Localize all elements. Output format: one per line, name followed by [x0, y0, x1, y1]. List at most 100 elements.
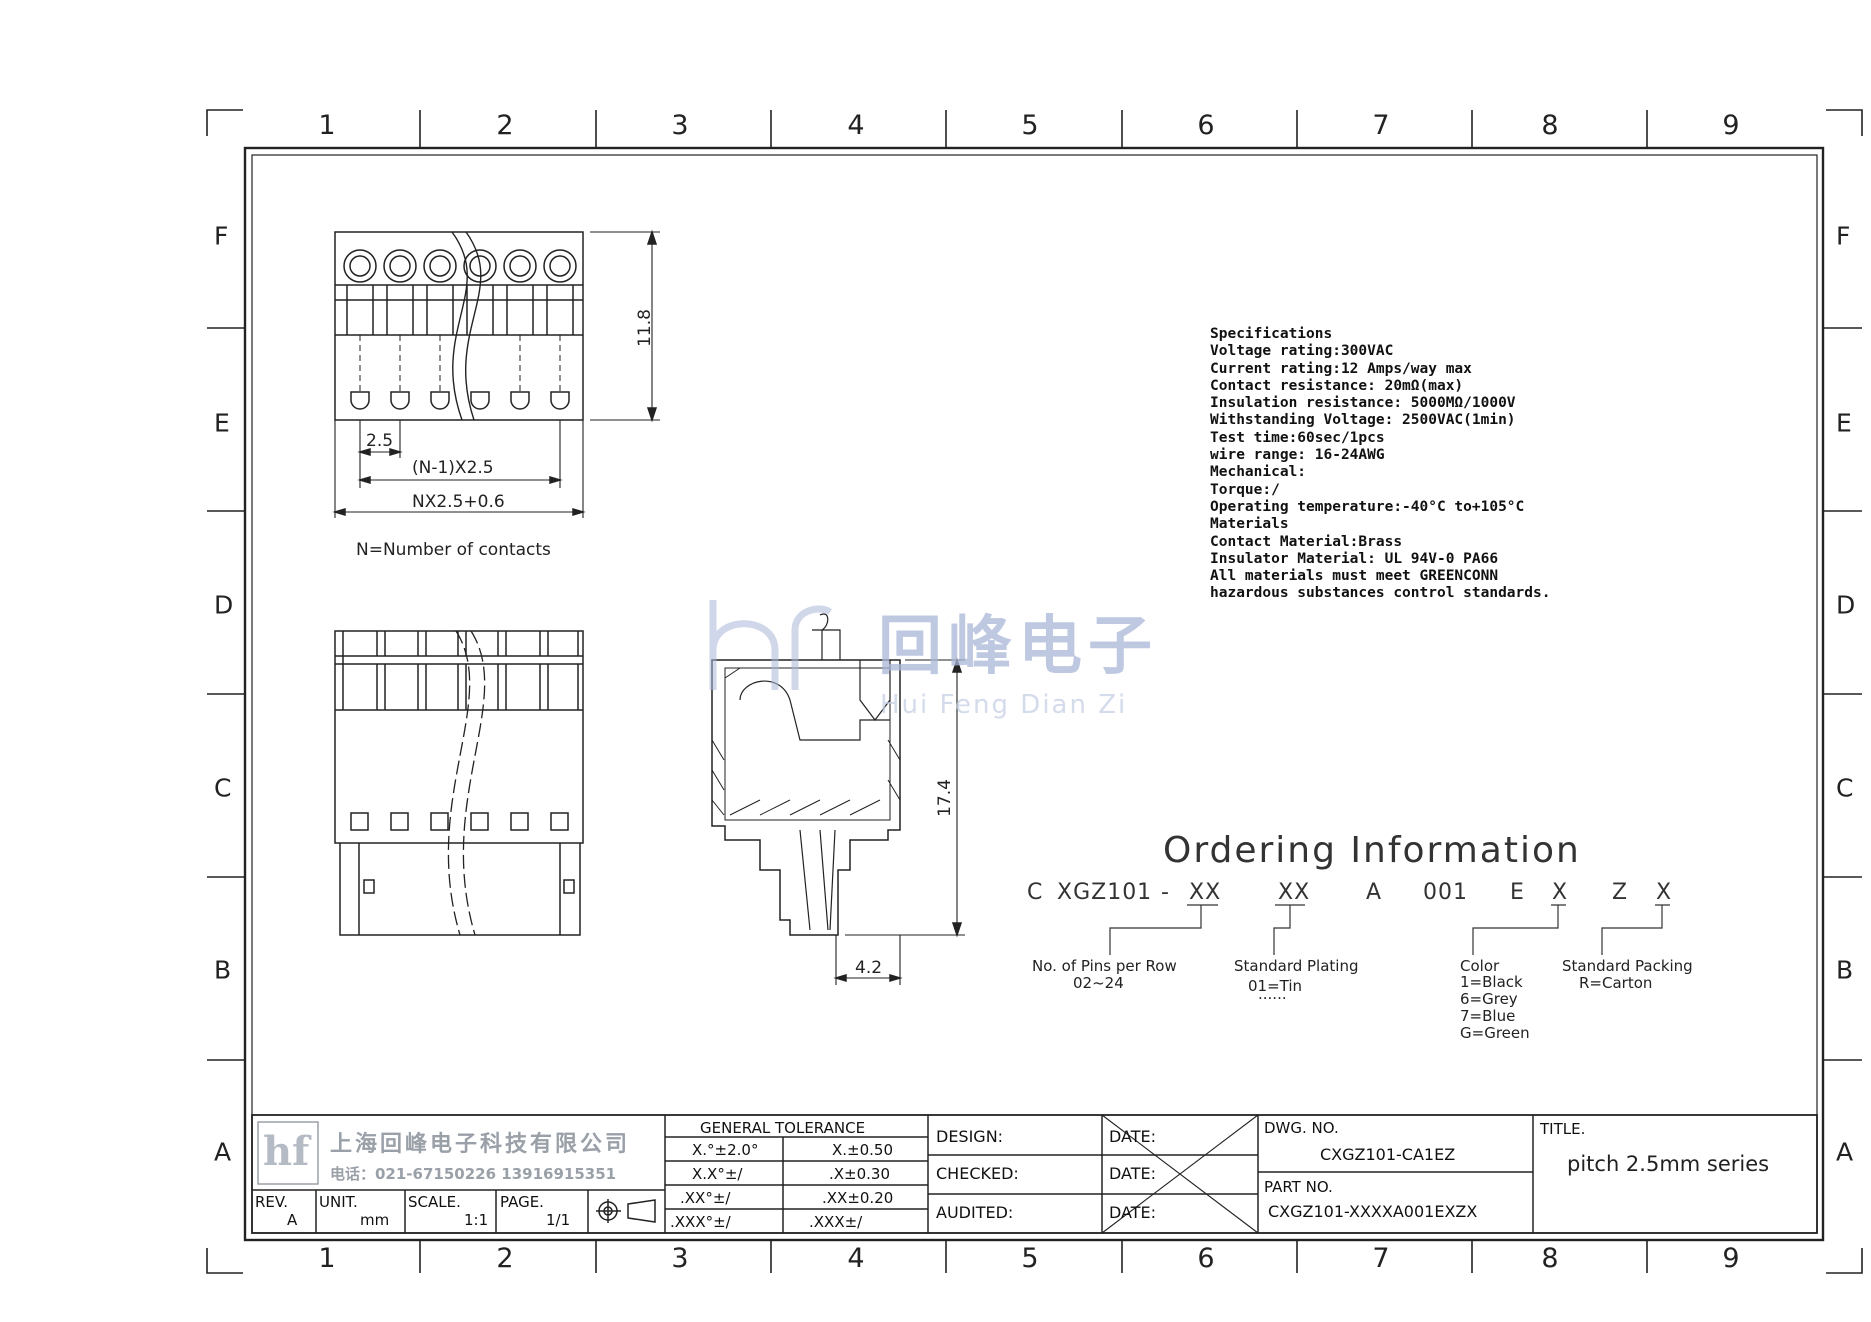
dim-side-depth: 4.2 [855, 958, 883, 978]
row-label-f-right: F [1836, 221, 1851, 251]
page-label: PAGE. [500, 1193, 544, 1211]
spec-line: Withstanding Voltage: 2500VAC(1min) [1210, 412, 1516, 429]
ordering-code-001: 001 [1423, 880, 1468, 905]
ordering-code-color: X [1552, 880, 1569, 905]
contacts-note: N=Number of contacts [356, 540, 551, 560]
spec-line: wire range: 16-24AWG [1210, 447, 1385, 464]
row-label-c-left: C [214, 773, 232, 803]
color-value: G=Green [1460, 1024, 1530, 1042]
plating-more: ...... [1258, 985, 1287, 1003]
tolerance-header: GENERAL TOLERANCE [700, 1119, 866, 1137]
plating-label: Standard Plating [1234, 957, 1359, 975]
row-label-c-right: C [1836, 773, 1854, 803]
ordering-code-pins: XX [1189, 880, 1222, 905]
spec-line: Insulator Material: UL 94V-0 PA66 [1210, 550, 1499, 567]
color-label: Color [1460, 957, 1500, 975]
spec-line: Insulation resistance: 5000MΩ/1000V [1210, 395, 1516, 412]
tolerance-angle-4: .XXX°±/ [670, 1213, 731, 1231]
column-label-2-top: 2 [496, 110, 514, 141]
ordering-code-z: Z [1612, 880, 1629, 905]
dim-total-width: NX2.5+0.6 [412, 492, 505, 512]
ordering-code-a: A [1366, 880, 1383, 905]
tolerance-angle-3: .XX°±/ [680, 1189, 731, 1207]
tolerance-linear-4: .XXX±/ [809, 1213, 863, 1231]
dim-pitch: 2.5 [366, 431, 394, 451]
dwg-no-value: CXGZ101-CA1EZ [1320, 1145, 1456, 1164]
spec-line: Torque:/ [1210, 481, 1280, 498]
column-label-4-bottom: 4 [847, 1243, 865, 1274]
spec-line: Specifications [1210, 326, 1333, 342]
row-label-f-left: F [214, 221, 229, 251]
spec-line: Materials [1210, 516, 1289, 533]
column-label-8-top: 8 [1541, 110, 1559, 141]
column-label-3-top: 3 [671, 110, 689, 141]
audited-label: AUDITED: [936, 1203, 1014, 1222]
row-label-b-right: B [1836, 955, 1854, 985]
title-value: pitch 2.5mm series [1567, 1152, 1770, 1176]
packing-value: R=Carton [1579, 974, 1653, 992]
spec-line: Test time:60sec/1pcs [1210, 429, 1385, 446]
design-label: DESIGN: [936, 1127, 1004, 1146]
spec-line: Operating temperature:-40°C to+105°C [1210, 498, 1525, 515]
row-label-e-right: E [1836, 408, 1852, 438]
column-label-6-bottom: 6 [1197, 1243, 1215, 1274]
row-label-a-right: A [1836, 1137, 1854, 1167]
spec-line: Current rating:12 Amps/way max [1210, 360, 1472, 377]
column-label-5-bottom: 5 [1021, 1243, 1039, 1274]
column-label-9-bottom: 9 [1722, 1243, 1740, 1274]
audited-date-label: DATE: [1109, 1203, 1157, 1222]
packing-label: Standard Packing [1562, 957, 1693, 975]
column-label-3-bottom: 3 [671, 1243, 689, 1274]
top-view-drawing [332, 229, 660, 518]
checked-label: CHECKED: [936, 1164, 1019, 1183]
column-label-2-bottom: 2 [496, 1243, 514, 1274]
dim-n-minus-1: (N-1)X2.5 [412, 458, 494, 478]
part-no-label: PART NO. [1264, 1178, 1333, 1196]
ordering-code-e: E [1510, 880, 1525, 905]
front-view-drawing [334, 630, 584, 936]
spec-line: Contact resistance: 20mΩ(max) [1210, 377, 1464, 394]
pins-range: 02~24 [1073, 974, 1124, 992]
column-label-7-bottom: 7 [1372, 1243, 1390, 1274]
plating-value: 01=Tin [1248, 977, 1303, 995]
tolerance-angle-2: X.X°±/ [692, 1165, 743, 1183]
tolerance-linear-2: .X±0.30 [829, 1165, 891, 1183]
row-label-d-left: D [214, 590, 234, 620]
company-logo: hf [263, 1128, 310, 1175]
tolerance-linear-3: .XX±0.20 [822, 1189, 894, 1207]
pins-label: No. of Pins per Row [1032, 957, 1177, 975]
column-label-9-top: 9 [1722, 110, 1740, 141]
spec-line: Voltage rating:300VAC [1210, 343, 1394, 360]
column-label-4-top: 4 [847, 110, 865, 141]
company-name: 上海回峰电子科技有限公司 [330, 1132, 631, 1157]
title-label: TITLE. [1540, 1120, 1586, 1138]
row-label-b-left: B [214, 955, 232, 985]
watermark-chinese: 回峰电子 [878, 610, 1158, 684]
ordering-code-series: XGZ101 [1057, 880, 1153, 905]
checked-date-label: DATE: [1109, 1164, 1157, 1183]
scale-label: SCALE. [408, 1193, 461, 1211]
ordering-code-plating: XX [1278, 880, 1311, 905]
specifications-block: Specifications Voltage rating:300VAC Cur… [1210, 326, 1550, 603]
spec-line: All materials must meet GREENCONN [1210, 568, 1499, 585]
ordering-leaders [1109, 904, 1670, 955]
column-label-1-bottom: 1 [318, 1243, 336, 1274]
dim-top-height: 11.8 [634, 309, 655, 347]
rev-value: A [287, 1211, 298, 1229]
part-no-value: CXGZ101-XXXXA001EXZX [1268, 1202, 1478, 1221]
spec-line: Mechanical: [1210, 464, 1307, 481]
ordering-title: Ordering Information [1163, 830, 1581, 871]
row-label-d-right: D [1836, 590, 1856, 620]
color-value: 7=Blue [1460, 1007, 1516, 1025]
column-label-8-bottom: 8 [1541, 1243, 1559, 1274]
page-value: 1/1 [546, 1211, 571, 1229]
watermark-english: Hui Feng Dian Zi [880, 690, 1128, 720]
scale-value: 1:1 [464, 1211, 489, 1229]
tolerance-angle-1: X.°±2.0° [692, 1141, 759, 1159]
dwg-no-label: DWG. NO. [1264, 1119, 1339, 1137]
ordering-code-dash: - [1161, 880, 1170, 905]
title-block-lines [251, 1114, 1818, 1234]
column-label-7-top: 7 [1372, 110, 1390, 141]
ordering-code-packing: X [1656, 880, 1673, 905]
